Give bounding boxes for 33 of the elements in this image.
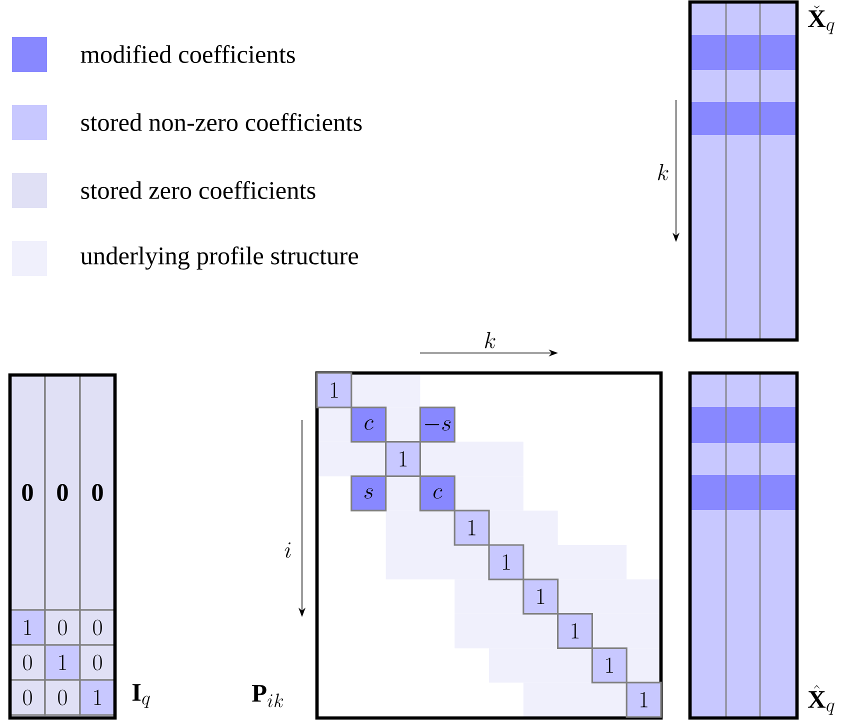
matrix-label: $\mathbf{I}_q$ [132, 684, 150, 708]
matrix-cell: $0$ [44, 609, 81, 646]
matrix-cell: $c$ [419, 475, 456, 512]
matrix-cell: $-s$ [419, 406, 456, 443]
matrix-cell: $1$ [316, 372, 352, 408]
legend-text: stored zero coefficients [81, 180, 316, 200]
matrix-cell: $1$ [488, 544, 524, 580]
matrix-label: $\check{\mathbf{X}}_q$ [808, 6, 834, 34]
legend-text: stored non-zero coefficients [81, 112, 362, 132]
matrix-cell: $1$ [385, 441, 421, 477]
matrix-label: $\mathbf{P}_{ik}$ [252, 685, 284, 708]
legend-text: underlying profile structure [80, 246, 358, 270]
matrix-cell: $\mathbf{0}$ [9, 374, 46, 611]
matrix-cell: $1$ [522, 578, 559, 615]
matrix-cell: $1$ [44, 644, 81, 681]
matrix-cell: $1$ [454, 510, 490, 546]
matrix-cell: $1$ [591, 647, 628, 684]
index-label: $i$ [284, 542, 291, 558]
matrix-cell: $0$ [9, 679, 46, 716]
matrix-cell: $s$ [350, 475, 387, 512]
matrix-cell: $0$ [9, 644, 46, 681]
matrix-cell: $1$ [79, 679, 116, 716]
legend-text: modified coefficients [80, 44, 295, 64]
matrix-cell: $1$ [557, 613, 593, 649]
matrix-cell: $1$ [9, 609, 46, 646]
matrix-cell: $0$ [79, 644, 116, 681]
matrix-cell: $0$ [79, 609, 116, 646]
matrix-cell: $1$ [626, 682, 662, 718]
index-label: $k$ [658, 164, 668, 180]
matrix-label: $\hat{\mathbf{X}}_q$ [808, 685, 834, 715]
index-label: $k$ [485, 332, 496, 348]
matrix-cell: $0$ [44, 679, 81, 716]
matrix-cell: $c$ [350, 406, 387, 443]
